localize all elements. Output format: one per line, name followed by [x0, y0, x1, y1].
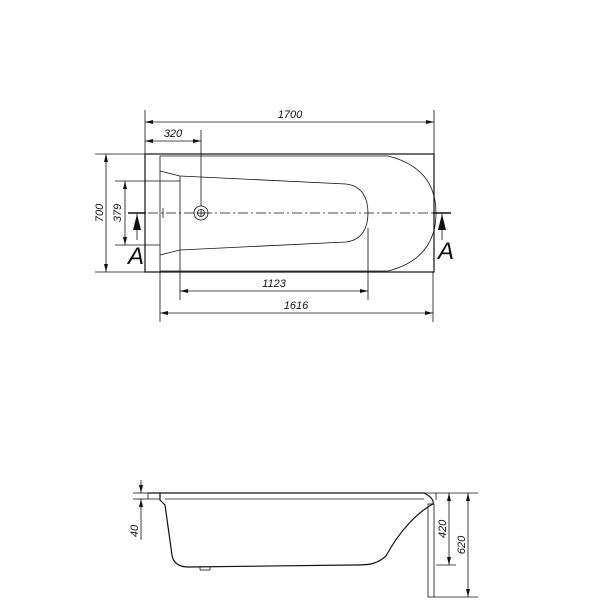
- section-label-left: A: [126, 243, 144, 270]
- dim-total-height: 620: [434, 493, 478, 598]
- dim-inner-length: 1616: [159, 271, 434, 322]
- dim-total-length: 1700: [144, 109, 435, 154]
- dim-label-1700: 1700: [278, 109, 303, 121]
- dim-label-700: 700: [94, 203, 106, 222]
- dim-label-1123: 1123: [262, 278, 287, 290]
- dim-total-width: 700: [94, 153, 145, 273]
- dim-rim-thickness: 40: [129, 480, 148, 540]
- dim-drain-offset: 320: [145, 128, 202, 206]
- dim-label-1616: 1616: [284, 300, 309, 312]
- section-label-right: A: [436, 238, 454, 265]
- top-view: A A 1700 320: [94, 109, 454, 322]
- section-marker-left: A: [126, 212, 146, 270]
- tub-section-profile: [148, 492, 434, 568]
- dim-label-420: 420: [437, 519, 449, 538]
- dim-label-620: 620: [456, 535, 468, 554]
- dim-inner-bottom-length: 1123: [179, 228, 369, 300]
- dim-label-40: 40: [129, 524, 141, 537]
- support-leg: [427, 503, 435, 598]
- dim-drain-height: 379: [112, 180, 180, 246]
- dim-label-379: 379: [112, 204, 124, 222]
- dim-tub-depth: 420: [436, 492, 478, 566]
- section-marker-right: A: [433, 212, 454, 265]
- dim-label-320: 320: [164, 128, 183, 140]
- section-view: 40 420 620: [129, 480, 478, 598]
